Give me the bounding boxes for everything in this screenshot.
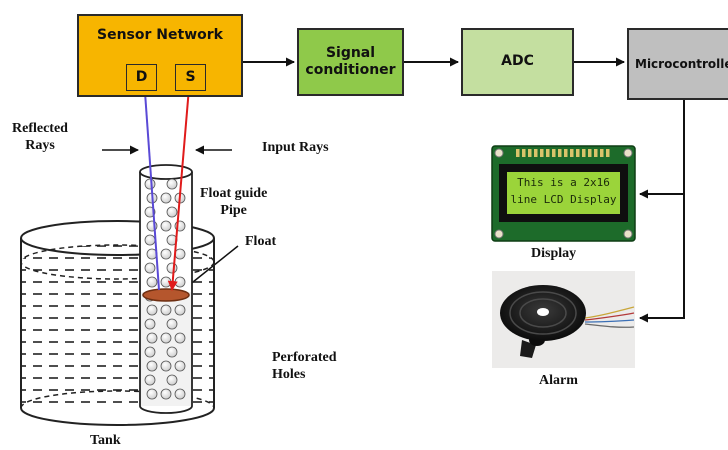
perforation-hole (160, 332, 172, 344)
lcd-pin (522, 149, 526, 157)
sensor-network-label: Sensor Network (97, 27, 223, 43)
perforation-hole (146, 276, 158, 288)
lcd-line-1: This is a 2x16 (517, 176, 610, 189)
lcd-screen (507, 172, 620, 214)
perforation-hole (146, 332, 158, 344)
perforation-hole (160, 388, 172, 400)
perforation-hole (160, 248, 172, 260)
adc-block: ADC (461, 28, 574, 96)
perforation-hole (174, 276, 186, 288)
perforation-hole (144, 234, 156, 246)
perforation-hole (166, 346, 178, 358)
reflected-ray (138, 63, 160, 291)
lcd-pin-header (516, 149, 610, 157)
perforation-hole (160, 276, 172, 288)
perforation-hole (144, 178, 156, 190)
reflected-rays-label: Reflected Rays (12, 121, 68, 153)
block-connections (102, 57, 685, 323)
signal-conditioner-block: Signal conditioner (297, 28, 404, 96)
lcd-pin (582, 149, 586, 157)
detector-box: D (126, 64, 157, 91)
lcd-pin (552, 149, 556, 157)
lcd-pin (600, 149, 604, 157)
float-label: Float (245, 234, 277, 249)
float-disc (142, 288, 190, 302)
input-ray (167, 63, 192, 291)
perforation-hole (166, 374, 178, 386)
perforation-hole (160, 360, 172, 372)
lcd-pin (528, 149, 532, 157)
lcd-line-2: line LCD Display (510, 193, 617, 206)
perforation-hole (166, 262, 178, 274)
display-label: Display (531, 246, 577, 261)
source-box: S (175, 64, 206, 91)
microcontroller-block: Microcontroller (627, 28, 728, 100)
lcd-pin (558, 149, 562, 157)
detector-label: D (135, 68, 148, 85)
lcd-pin (606, 149, 610, 157)
perforation-hole (166, 318, 178, 330)
alarm-label: Alarm (539, 373, 578, 388)
lcd-pin (588, 149, 592, 157)
lcd-pin (516, 149, 520, 157)
lcd-display-module (491, 145, 636, 242)
line-micro-to-alarm (639, 100, 685, 323)
tank-base (20, 407, 215, 426)
sensor-network-block: Sensor Network (77, 14, 243, 97)
float-guide-pipe (139, 164, 193, 414)
lcd-pin (564, 149, 568, 157)
tank-rim (20, 220, 215, 239)
microcontroller-label: Microcontroller (635, 56, 728, 71)
perforation-hole (174, 248, 186, 260)
perforation-hole (144, 318, 156, 330)
perforation-hole (174, 388, 186, 400)
perforation-hole (144, 262, 156, 274)
buzzer-hole (537, 308, 549, 316)
perforation-hole (174, 304, 186, 316)
adc-label: ADC (501, 53, 534, 70)
perforation-hole (160, 220, 172, 232)
lcd-pin (534, 149, 538, 157)
perforated-holes-label: Perforated Holes (272, 350, 337, 382)
lcd-pin (594, 149, 598, 157)
perforation-hole (166, 178, 178, 190)
perforation-hole (174, 360, 186, 372)
perforation-hole (160, 192, 172, 204)
perforation-hole (144, 374, 156, 386)
perforation-hole (144, 346, 156, 358)
pipe-top (139, 164, 193, 180)
perforation-hole (146, 304, 158, 316)
perforation-hole (166, 206, 178, 218)
lcd-pin (546, 149, 550, 157)
lcd-pin (540, 149, 544, 157)
input-rays-label: Input Rays (262, 140, 329, 155)
perforation-hole (146, 360, 158, 372)
float-guide-pipe-label: Float guide Pipe (200, 186, 268, 218)
perforation-hole (174, 332, 186, 344)
source-label: S (185, 68, 196, 85)
perforation-hole (146, 388, 158, 400)
signal-conditioner-label: Signal conditioner (305, 44, 396, 79)
lcd-text: This is a 2x16 line LCD Display (507, 174, 620, 212)
lcd-pin (570, 149, 574, 157)
tank-label: Tank (90, 433, 121, 448)
lcd-pin (576, 149, 580, 157)
alarm-buzzer (492, 271, 635, 368)
perforation-hole (160, 304, 172, 316)
